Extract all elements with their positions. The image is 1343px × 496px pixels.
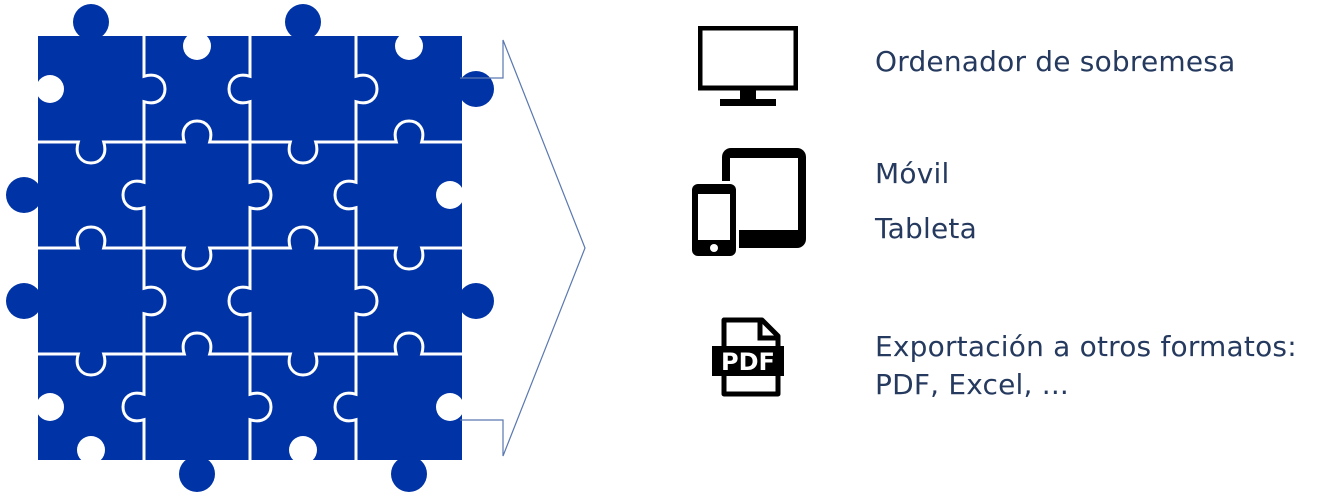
puzzle-seam-vertical — [354, 36, 379, 142]
puzzle-seam-horizontal — [144, 246, 250, 271]
jigsaw-puzzle-graphic — [6, 4, 494, 492]
puzzle-outer-tab — [391, 456, 427, 492]
puzzle-outer-notch — [436, 181, 464, 209]
pdf-badge-text: PDF — [721, 348, 775, 376]
puzzle-outer-tab — [6, 177, 42, 213]
puzzle-seam-horizontal — [144, 331, 250, 356]
puzzle-seam-horizontal — [38, 140, 144, 165]
puzzle-outer-notch — [36, 75, 64, 103]
pdf-file-icon: PDF — [712, 317, 784, 397]
puzzle-outer-notch — [77, 436, 105, 464]
puzzle-outer-tab — [179, 456, 215, 492]
desktop-label: Ordenador de sobremesa — [875, 45, 1236, 78]
puzzle-outer-notch — [436, 393, 464, 421]
mobile-label: Móvil — [875, 157, 950, 190]
puzzle-seam-horizontal — [250, 140, 356, 165]
puzzle-outer-notch — [289, 436, 317, 464]
tablet-label: Tableta — [875, 212, 977, 245]
puzzle-seam-vertical — [354, 248, 379, 354]
puzzle-outer-tab — [458, 71, 494, 107]
export-label-line1: Exportación a otros formatos: — [875, 330, 1297, 363]
puzzle-seam-horizontal — [356, 246, 462, 271]
puzzle-seam-horizontal — [38, 352, 144, 377]
right-arrow-outline — [460, 39, 586, 457]
puzzle-seam-horizontal — [356, 119, 462, 144]
puzzle-seam-vertical — [227, 36, 252, 142]
puzzle-seam-vertical — [227, 248, 252, 354]
puzzle-seam-horizontal — [38, 225, 144, 250]
puzzle-seam-vertical — [142, 36, 167, 142]
puzzle-outer-tab — [73, 4, 109, 40]
puzzle-seam-vertical — [333, 142, 358, 248]
puzzle-outer-notch — [183, 32, 211, 60]
puzzle-seam-horizontal — [144, 119, 250, 144]
puzzle-outer-notch — [36, 393, 64, 421]
puzzle-seam-vertical — [248, 354, 273, 460]
export-label-line2: PDF, Excel, ... — [875, 368, 1070, 401]
puzzle-outer-tab — [285, 4, 321, 40]
puzzle-seam-vertical — [121, 142, 146, 248]
puzzle-outer-tab — [6, 283, 42, 319]
tablet-phone-icon — [690, 148, 806, 258]
puzzle-seam-vertical — [248, 142, 273, 248]
puzzle-seam-horizontal — [250, 225, 356, 250]
desktop-monitor-icon — [698, 26, 798, 106]
puzzle-seam-horizontal — [356, 331, 462, 356]
puzzle-seam-horizontal — [250, 352, 356, 377]
puzzle-outer-tab — [458, 283, 494, 319]
puzzle-seam-vertical — [142, 248, 167, 354]
puzzle-seam-vertical — [333, 354, 358, 460]
puzzle-pieces — [6, 4, 494, 492]
puzzle-outer-notch — [395, 32, 423, 60]
puzzle-seam-vertical — [121, 354, 146, 460]
